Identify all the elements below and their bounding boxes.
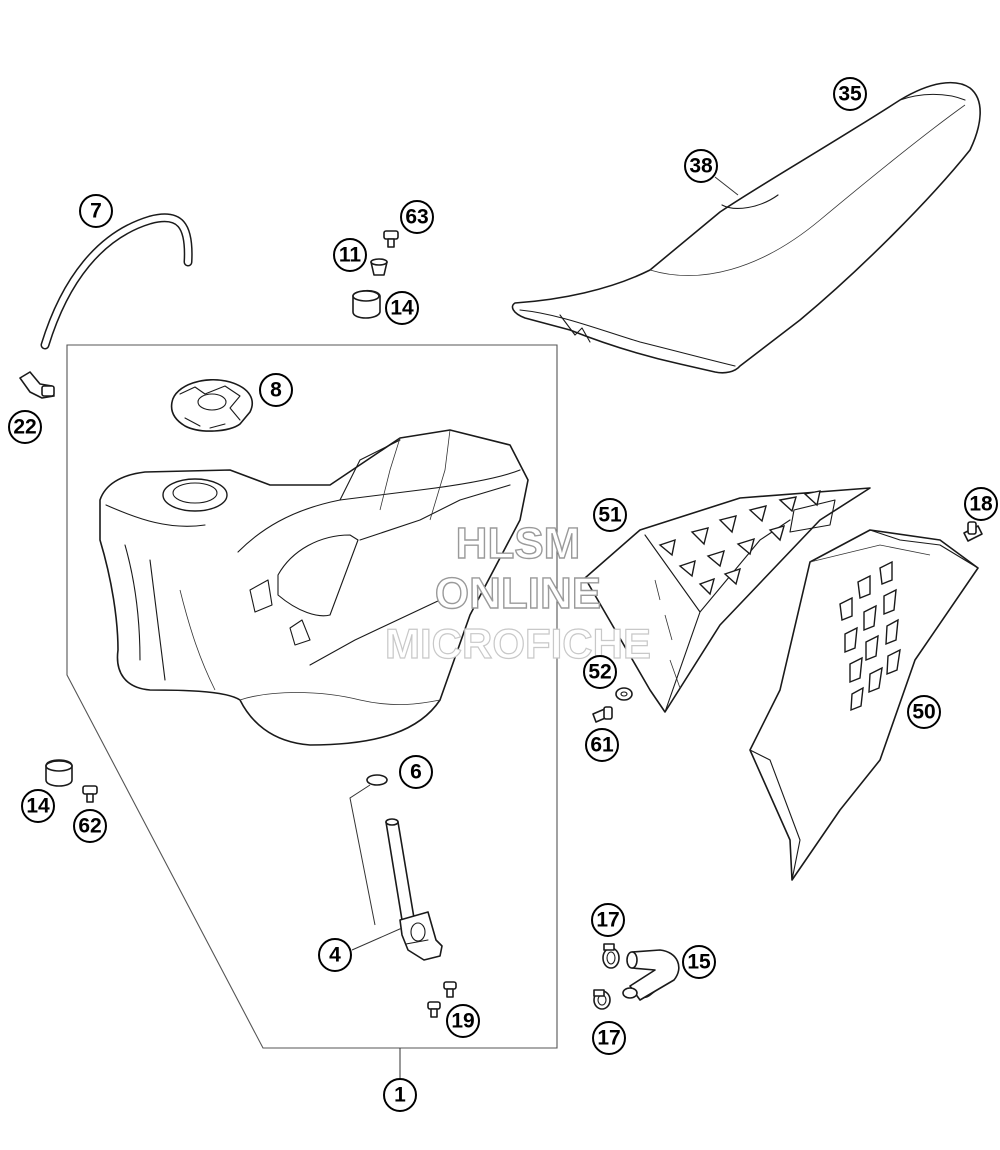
- fuel-cap[interactable]: [170, 378, 254, 432]
- callout-4[interactable]: 4: [318, 938, 352, 972]
- svg-text:50: 50: [912, 701, 935, 724]
- watermark-line-2: ONLINE: [435, 569, 601, 618]
- right-shroud[interactable]: [749, 529, 979, 881]
- bolt-62[interactable]: [82, 785, 98, 803]
- bolt-18[interactable]: [963, 521, 983, 542]
- seat[interactable]: [511, 81, 981, 374]
- bolt-61[interactable]: [592, 706, 613, 723]
- bolt-63[interactable]: [383, 230, 399, 248]
- o-ring[interactable]: [366, 774, 388, 786]
- callout-8[interactable]: 8: [259, 373, 293, 407]
- svg-text:14: 14: [390, 297, 414, 320]
- grommet-11[interactable]: [370, 258, 388, 276]
- callout-38[interactable]: 38: [684, 149, 718, 183]
- svg-text:38: 38: [689, 155, 713, 178]
- svg-text:1: 1: [394, 1084, 406, 1107]
- left-shroud[interactable]: [584, 487, 871, 713]
- callout-7[interactable]: 7: [79, 194, 113, 228]
- svg-text:51: 51: [598, 504, 622, 527]
- fuel-hose[interactable]: [40, 213, 193, 350]
- callout-17-bottom[interactable]: 17: [592, 1021, 626, 1055]
- svg-text:61: 61: [590, 734, 614, 757]
- svg-text:15: 15: [687, 951, 711, 974]
- callout-52[interactable]: 52: [583, 655, 617, 689]
- svg-text:52: 52: [588, 661, 611, 684]
- callout-11[interactable]: 11: [333, 238, 367, 272]
- fuel-tap[interactable]: [385, 818, 443, 961]
- svg-text:7: 7: [90, 200, 102, 223]
- hose-clamp-top[interactable]: [602, 943, 620, 969]
- fuel-tank[interactable]: [99, 429, 529, 746]
- breather-hose[interactable]: [622, 949, 680, 1001]
- svg-text:17: 17: [597, 1027, 620, 1050]
- callout-15[interactable]: 15: [682, 945, 716, 979]
- washer-52[interactable]: [615, 687, 633, 701]
- callout-6[interactable]: 6: [399, 755, 433, 789]
- hose-clamp-bottom[interactable]: [593, 989, 611, 1010]
- screws-19[interactable]: [427, 981, 457, 1018]
- svg-text:14: 14: [26, 795, 50, 818]
- spacer-14-bottom[interactable]: [45, 759, 73, 787]
- spacer-14-top[interactable]: [352, 289, 381, 319]
- watermark-line-1: HLSM: [456, 519, 581, 568]
- callout-61[interactable]: 61: [585, 728, 619, 762]
- callout-35[interactable]: 35: [833, 77, 867, 111]
- callout-1[interactable]: 1: [383, 1078, 417, 1112]
- svg-text:18: 18: [969, 493, 993, 516]
- callout-63[interactable]: 63: [400, 200, 434, 234]
- svg-text:4: 4: [329, 944, 341, 967]
- svg-text:62: 62: [78, 815, 101, 838]
- tank-assembly-frame: [66, 344, 558, 1049]
- svg-text:17: 17: [596, 909, 619, 932]
- watermark: HLSM ONLINE MICROFICHE: [384, 518, 651, 667]
- callout-62[interactable]: 62: [73, 809, 107, 843]
- svg-text:11: 11: [339, 244, 362, 267]
- callout-14-bottom[interactable]: 14: [21, 789, 55, 823]
- svg-text:6: 6: [410, 761, 422, 784]
- svg-text:63: 63: [405, 206, 428, 229]
- callout-22[interactable]: 22: [8, 410, 42, 444]
- svg-text:8: 8: [270, 379, 282, 402]
- callout-19[interactable]: 19: [446, 1004, 480, 1038]
- svg-text:19: 19: [451, 1010, 474, 1033]
- elbow-fitting[interactable]: [19, 371, 55, 399]
- svg-text:22: 22: [13, 416, 36, 439]
- callout-17-top[interactable]: 17: [591, 903, 625, 937]
- callout-18[interactable]: 18: [964, 487, 998, 521]
- callout-50[interactable]: 50: [907, 695, 941, 729]
- callout-51[interactable]: 51: [593, 498, 627, 532]
- callout-14-top[interactable]: 14: [385, 291, 419, 325]
- svg-text:35: 35: [838, 83, 862, 106]
